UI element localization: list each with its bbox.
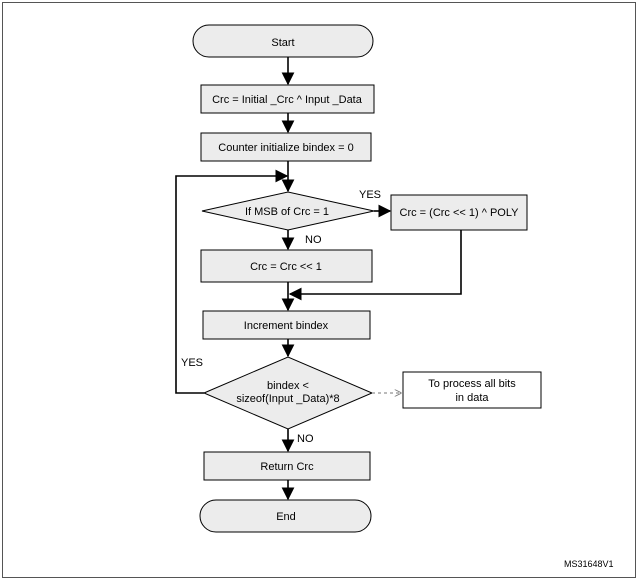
increment-step-box: Increment bindex	[202, 310, 371, 340]
poly-step-box: Crc = (Crc << 1) ^ POLY	[390, 194, 528, 231]
msb-no-label: NO	[305, 234, 322, 246]
connectors	[175, 57, 462, 501]
start-label: Start	[271, 37, 294, 49]
poly-step-label: Crc = (Crc << 1) ^ POLY	[400, 207, 520, 219]
xor-step-label: Crc = Initial _Crc ^ Input _Data	[212, 94, 363, 106]
loop-decision: bindex < sizeof(Input _Data)*8	[202, 356, 374, 430]
xor-step-box: Crc = Initial _Crc ^ Input _Data	[200, 84, 375, 114]
end-label: End	[276, 511, 296, 523]
msb-yes-label: YES	[359, 189, 381, 201]
shift-step-box: Crc = Crc << 1	[200, 249, 373, 283]
msb-decision: If MSB of Crc = 1	[201, 191, 375, 231]
return-step-label: Return Crc	[260, 461, 314, 473]
arrow-loop-yes-back	[175, 169, 289, 394]
shift-step-label: Crc = Crc << 1	[250, 261, 322, 273]
increment-step-label: Increment bindex	[244, 320, 329, 332]
loop-yes-label: YES	[181, 357, 203, 369]
return-step-box: Return Crc	[203, 451, 371, 481]
end-terminal: End	[199, 499, 372, 533]
note-line2: in data	[455, 392, 489, 404]
counter-init-label: Counter initialize bindex = 0	[218, 142, 353, 154]
msb-decision-label: If MSB of Crc = 1	[245, 206, 329, 218]
loop-decision-line2: sizeof(Input _Data)*8	[236, 393, 339, 405]
loop-no-label: NO	[297, 433, 314, 445]
note-line1: To process all bits	[428, 378, 516, 390]
note-box: To process all bits in data	[402, 371, 542, 409]
arrow-poly-to-merge	[288, 230, 462, 301]
loop-decision-line1: bindex <	[267, 380, 309, 392]
start-terminal: Start	[192, 24, 374, 58]
counter-init-box: Counter initialize bindex = 0	[200, 132, 372, 162]
figure-id: MS31648V1	[564, 559, 614, 569]
